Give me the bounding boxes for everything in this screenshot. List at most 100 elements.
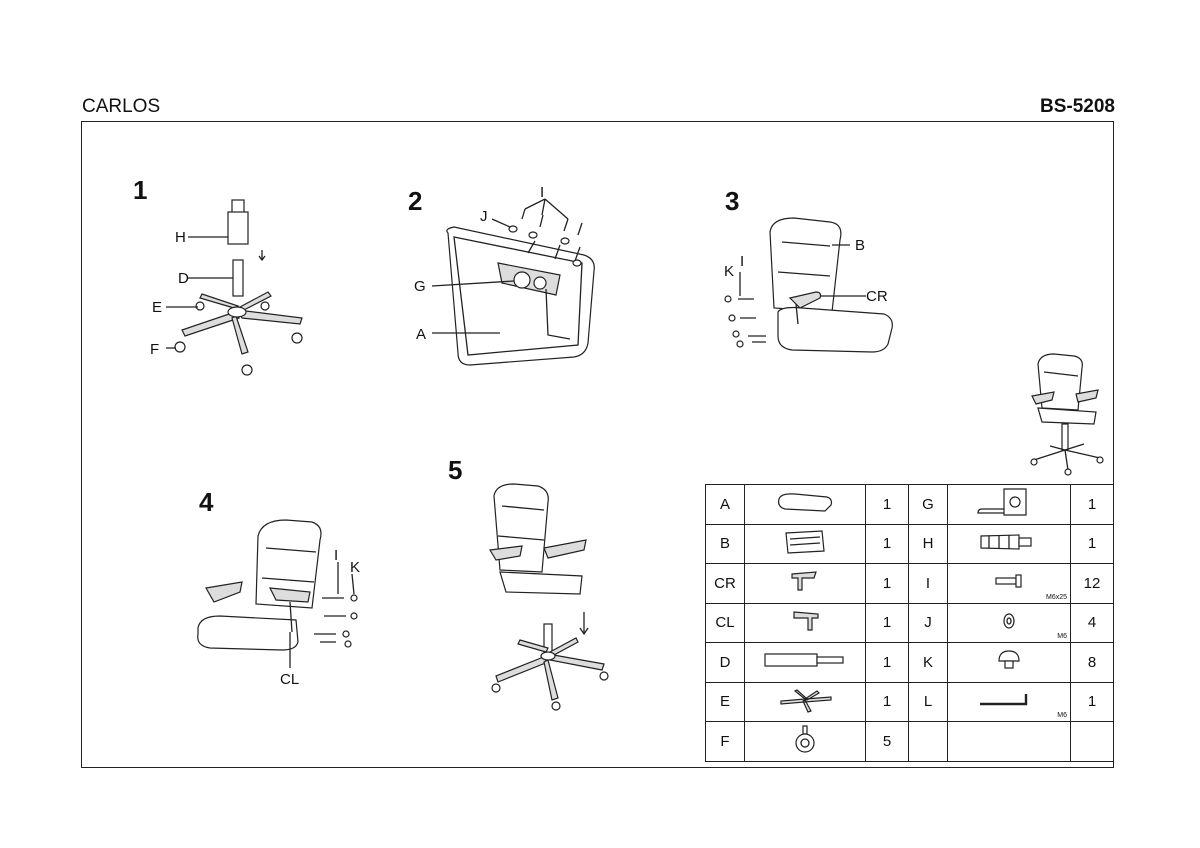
label-F: F xyxy=(150,341,159,358)
bolt-icon xyxy=(994,574,1024,592)
seat-icon xyxy=(777,306,893,353)
washer-icon xyxy=(1001,613,1017,634)
label-D: D xyxy=(178,270,189,287)
label-J: J xyxy=(480,208,488,225)
step-1-diagram: H D E F xyxy=(150,199,303,376)
part-image xyxy=(744,523,866,564)
washer-icon xyxy=(508,225,582,267)
assembled-chair-preview xyxy=(1030,353,1104,476)
label-CR: CR xyxy=(866,288,888,305)
part-quantity: 1 xyxy=(865,602,909,643)
label-G: G xyxy=(414,278,426,295)
base-icon xyxy=(181,291,303,355)
step-5-diagram xyxy=(489,483,609,711)
label-B: B xyxy=(855,237,865,254)
part-quantity: 12 xyxy=(1070,563,1114,604)
part-quantity: 1 xyxy=(1070,681,1114,722)
mechanism-icon xyxy=(974,488,1044,523)
cap-icon xyxy=(996,650,1022,675)
instruction-frame xyxy=(81,121,1114,768)
gas-cover-icon xyxy=(979,534,1039,556)
cap-icon xyxy=(724,295,744,348)
part-quantity: 4 xyxy=(1070,602,1114,643)
part-letter: L xyxy=(908,681,948,722)
label-CL: CL xyxy=(280,671,299,688)
part-quantity: 1 xyxy=(1070,484,1114,525)
part-quantity xyxy=(1070,721,1114,762)
part-quantity: 1 xyxy=(865,681,909,722)
part-quantity: 1 xyxy=(865,563,909,604)
part-image xyxy=(744,721,866,762)
armrest-right-icon xyxy=(788,571,822,598)
hex-key-icon xyxy=(976,693,1042,714)
step-3-number: 3 xyxy=(725,186,740,216)
part-image xyxy=(947,523,1071,564)
part-letter xyxy=(908,721,948,762)
part-letter: CR xyxy=(705,563,745,604)
backrest-icon xyxy=(769,217,842,313)
mechanism-icon xyxy=(497,262,571,340)
part-quantity: 1 xyxy=(1070,523,1114,564)
part-letter: D xyxy=(705,642,745,683)
part-quantity: 1 xyxy=(865,642,909,683)
part-letter: CL xyxy=(705,602,745,643)
part-image: M6x25 xyxy=(947,563,1071,604)
part-image xyxy=(947,484,1071,525)
caster-icon xyxy=(792,725,818,758)
part-quantity: 8 xyxy=(1070,642,1114,683)
label-I: I xyxy=(540,185,544,201)
part-size-note: M6x25 xyxy=(1045,593,1067,601)
part-image xyxy=(744,642,866,683)
step-2-diagram: I J G A xyxy=(414,185,595,366)
part-size-note: M6 xyxy=(1057,633,1067,640)
seat-icon xyxy=(775,493,835,517)
step-1-number: 1 xyxy=(133,175,148,205)
seat-icon xyxy=(499,571,583,595)
caster-icon xyxy=(491,671,609,711)
part-quantity: 1 xyxy=(865,484,909,525)
part-image xyxy=(744,602,866,643)
label-K: K xyxy=(350,559,360,576)
step-4-number: 4 xyxy=(199,487,214,517)
seat-icon xyxy=(446,226,595,366)
part-size-note: M6 xyxy=(1057,712,1067,719)
part-quantity: 1 xyxy=(865,523,909,564)
part-letter: A xyxy=(705,484,745,525)
part-letter: K xyxy=(908,642,948,683)
step-4-diagram: I K CL xyxy=(197,519,360,688)
seat-icon xyxy=(197,615,299,651)
base-icon xyxy=(495,637,605,701)
label-I: I xyxy=(334,547,338,564)
gas-cover-icon xyxy=(227,199,249,245)
part-letter: E xyxy=(705,681,745,722)
armrest-left-icon xyxy=(205,581,311,633)
part-letter: J xyxy=(908,602,948,643)
gas-lift-icon xyxy=(232,259,244,297)
part-image xyxy=(744,563,866,604)
part-image: M6 xyxy=(947,681,1071,722)
step-2-number: 2 xyxy=(408,186,423,216)
part-image xyxy=(744,484,866,525)
document-title: CARLOS xyxy=(82,96,161,117)
backrest-icon xyxy=(782,530,828,559)
step-3-diagram: B K I CR xyxy=(724,217,893,353)
gas-lift-icon xyxy=(763,653,847,673)
label-A: A xyxy=(416,326,426,343)
part-image: M6 xyxy=(947,602,1071,643)
part-letter: G xyxy=(908,484,948,525)
part-letter: I xyxy=(908,563,948,604)
label-H: H xyxy=(175,229,186,246)
label-K: K xyxy=(724,263,734,280)
part-image xyxy=(947,642,1071,683)
part-image xyxy=(947,721,1071,762)
label-I: I xyxy=(740,253,744,270)
bolt-icon xyxy=(521,208,583,262)
model-number: BS-5208 xyxy=(1040,96,1115,117)
